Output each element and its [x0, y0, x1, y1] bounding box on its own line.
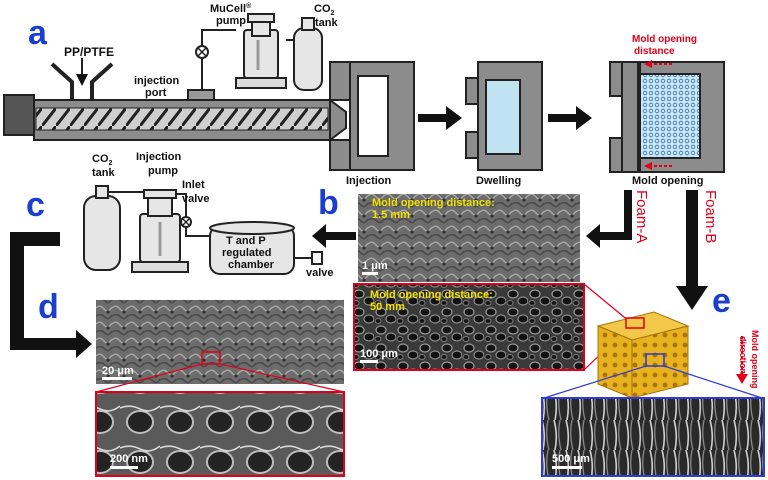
step-mold-opening-label: Mold opening: [632, 175, 703, 187]
injection-pump-label-1: Injection: [136, 151, 182, 163]
chamber-label-2: regulated: [222, 247, 272, 259]
sem-d-scale-zoom: 200 nm: [110, 453, 148, 465]
chamber-label-3: chamber: [228, 259, 275, 271]
inlet-valve-label-2: valve: [182, 193, 210, 205]
sem-b-caption-1: Mold opening distance:: [372, 197, 495, 209]
zoom-line-d: [95, 363, 345, 393]
tp-chamber: [209, 221, 323, 275]
sem-d-scale-bar-top: [102, 377, 132, 380]
panel-label-d: d: [38, 288, 59, 326]
inlet-valve-label-1: Inlet: [182, 179, 205, 191]
arrow-foam-b-to-e: [676, 190, 708, 310]
injection-pump-c: [131, 189, 189, 273]
mold-opening-direction-head: [736, 374, 748, 384]
panel-label-b: b: [318, 184, 339, 222]
panel-label-c: c: [26, 186, 45, 224]
panel-label-e: e: [712, 282, 731, 320]
mold-injection: [329, 61, 415, 171]
chamber-label-1: T and P: [226, 235, 266, 247]
mold-opening: [609, 60, 725, 173]
sem-d-zoom-box: [201, 351, 221, 365]
valve-label-c: valve: [306, 267, 334, 279]
mold-opening-distance-label-1: Mold opening: [632, 34, 697, 45]
sem-d-scale-top: 20 μm: [102, 365, 134, 377]
foam-b-label: Foam-B: [702, 190, 719, 243]
foam-3d-model: [596, 311, 690, 399]
sem-b-scale-bar: [362, 272, 378, 275]
sem-e-scale-bar: [552, 466, 582, 469]
sem-d-scale-bar-zoom: [110, 466, 138, 469]
arrow-injection-to-dwelling: [418, 106, 462, 130]
step-dwelling-label: Dwelling: [476, 175, 521, 187]
end-cap: [3, 94, 35, 136]
sem-b-scale: 1 μm: [362, 260, 388, 272]
co2-tank-label-a: CO2: [314, 3, 335, 17]
panel-label-a: a: [28, 14, 48, 52]
arrow-b-to-c: [312, 224, 356, 248]
sem-e-scale: 500 μm: [552, 453, 590, 465]
co2-tank-c: [83, 185, 150, 271]
extruder-screw: [35, 107, 329, 131]
direction-label-1: Mold opening: [750, 330, 760, 389]
sem-image-b-top: [358, 194, 580, 282]
arrow-c-to-d: [10, 232, 92, 358]
foamed-part: [639, 73, 701, 159]
mucell-label: MuCell®: [210, 2, 252, 15]
injection-port-label-1: injection: [134, 75, 180, 87]
sem-b2-scale-bar: [360, 360, 378, 363]
injection-port: [187, 89, 215, 101]
arrow-foam-a-to-b: [586, 190, 632, 248]
sem-image-d-zoom: [95, 391, 345, 477]
hopper-funnel: [50, 58, 114, 100]
inlet-valve: [176, 193, 210, 237]
sem-b2-caption-1: Mold opening distance:: [370, 289, 493, 301]
foam-a-label: Foam-A: [633, 190, 650, 243]
co2-label-c: CO2: [92, 153, 113, 167]
mucell-pump: [195, 13, 287, 90]
direction-label-2: direction: [738, 336, 748, 374]
barrel-nozzle: [329, 98, 347, 142]
tank-label-c: tank: [92, 167, 116, 179]
injection-port-label-2: port: [145, 87, 167, 99]
sem-b-caption-2: 1.5 mm: [372, 209, 410, 221]
zoom-line-blue: [543, 365, 763, 399]
sem-image-e: [541, 397, 765, 477]
material-label: PP/PTFE: [64, 45, 114, 59]
mold-dwelling: [465, 61, 543, 171]
mold-opening-distance-label-2: distance: [634, 46, 675, 57]
injection-pump-label-2: pump: [148, 165, 178, 177]
co2-tank-a: [286, 17, 323, 91]
sem-image-d: [96, 300, 344, 384]
mucell-pump-label: pump: [216, 15, 246, 27]
sem-image-b-bottom: [353, 283, 585, 371]
arrow-dwelling-to-opening: [548, 106, 592, 130]
sem-b2-caption-2: 50 mm: [370, 301, 405, 313]
sem-b2-scale: 100 μm: [360, 348, 398, 360]
co2-tank-word-a: tank: [315, 17, 339, 29]
step-injection-label: Injection: [346, 175, 392, 187]
